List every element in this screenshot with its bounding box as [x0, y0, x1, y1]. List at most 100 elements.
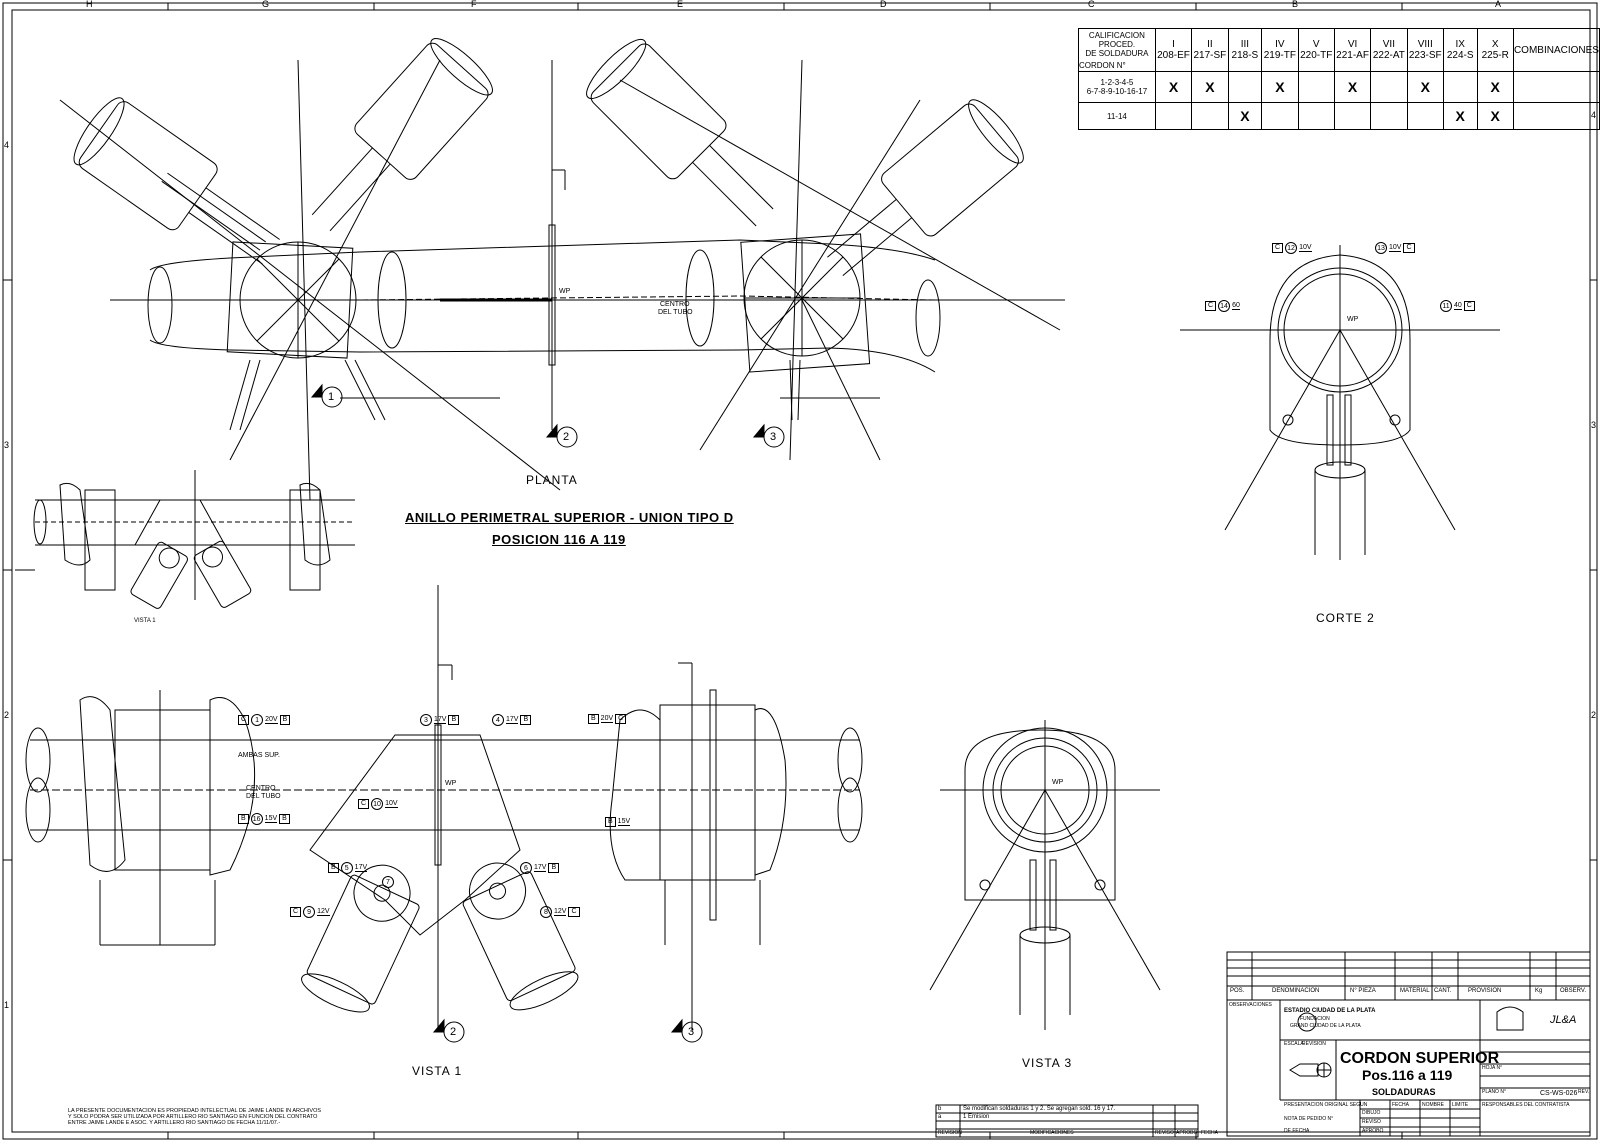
escala-label: ESCALA	[1284, 1041, 1304, 1047]
view-label-vista1: VISTA 1	[412, 1064, 463, 1078]
weld-callout-size: 20V	[600, 715, 614, 723]
sheet-subtitle-2: SOLDADURAS	[1372, 1087, 1436, 1097]
table-mark-cell: X	[1227, 102, 1263, 130]
procedure-code: 222-AT	[1372, 50, 1405, 61]
plano-label: PLANO N°	[1482, 1089, 1506, 1095]
weld-callout: 7	[382, 876, 394, 888]
weld-callout-ref: B	[279, 814, 290, 824]
de-fecha-label: DE FECHA	[1284, 1128, 1310, 1134]
table-mark-cell	[1297, 102, 1335, 130]
rev-label: REV.	[1578, 1089, 1590, 1095]
table-mark-cell: X	[1442, 102, 1478, 130]
wp-label-vista1: WP	[445, 780, 457, 787]
grid-row-left: 2	[4, 710, 10, 720]
title-block-frame	[1226, 951, 1591, 1137]
hoja-label: HOJA N°	[1482, 1065, 1503, 1071]
weld-callout-ref: C	[358, 799, 370, 809]
weld-callout-number: 8	[540, 906, 552, 918]
view-label-vista3: VISTA 3	[1022, 1056, 1073, 1070]
reviso-label: REVISO	[1362, 1119, 1381, 1125]
table-mark-cell: X	[1333, 71, 1372, 103]
section-markers	[310, 383, 785, 1043]
weld-callout-size: 20V	[265, 716, 278, 724]
weld-callout-ref: B	[588, 714, 599, 724]
weld-callout-size: 12V	[554, 908, 567, 916]
weld-callout-ref: C	[568, 907, 580, 917]
fecha-label: FECHA	[1392, 1102, 1409, 1108]
procedure-roman: VII	[1382, 39, 1395, 50]
weld-callout-size: 60	[1232, 302, 1240, 310]
weld-callout-size: 10V	[1299, 244, 1312, 252]
weld-callout-number: 14	[1218, 300, 1231, 312]
procedure-code: 220-TF	[1300, 50, 1333, 61]
vista1-view	[25, 585, 863, 1030]
procedure-roman: V	[1312, 39, 1320, 50]
revision-header: FECHA	[1201, 1130, 1218, 1136]
procedure-code: 217-SF	[1193, 50, 1227, 61]
weld-callout-size: 17V	[354, 864, 368, 872]
wp-label-vista3: WP	[1052, 779, 1064, 786]
small-vista1	[15, 470, 355, 609]
grid-col-top: A	[1495, 0, 1502, 9]
procedure-code: 218-S	[1231, 50, 1259, 61]
table-mark-cell: X	[1154, 71, 1193, 103]
section-marker-2: 2	[563, 431, 570, 443]
section-marker-1: 1	[328, 391, 335, 403]
grid-row-left: 3	[4, 440, 10, 450]
parts-header-label: CANT.	[1434, 988, 1452, 994]
procedure-roman: VI	[1347, 39, 1358, 50]
weld-callout-size: 17V	[434, 716, 447, 724]
grid-col-top: C	[1088, 0, 1095, 9]
weld-callout-size: 17V	[534, 864, 547, 872]
grid-col-top: G	[262, 0, 270, 9]
weld-callout-ref: B	[520, 715, 532, 725]
weld-callout-ref: C	[238, 715, 250, 725]
weld-callout-ref: C	[1463, 301, 1475, 311]
weld-callout-size: 10V	[385, 800, 398, 808]
parts-header-label: N° PIEZA	[1350, 988, 1376, 994]
view-label-corte2: CORTE 2	[1316, 611, 1375, 625]
table-mark-cell	[1370, 71, 1408, 103]
procedure-code: 219-TF	[1263, 50, 1296, 61]
weld-callout-ref: B	[548, 863, 560, 873]
project-name: ESTADIO CIUDAD DE LA PLATA	[1284, 1008, 1376, 1014]
drawing-subtitle: POSICION 116 A 119	[492, 532, 626, 547]
section-marker-3: 3	[770, 431, 777, 443]
table-mark-cell	[1261, 102, 1299, 130]
responsables-label: RESPONSABLES DEL CONTRATISTA	[1482, 1102, 1570, 1108]
procedure-roman: II	[1207, 39, 1213, 50]
firm-logo: JL&A	[1550, 1014, 1577, 1026]
view-label-vista1-small: VISTA 1	[134, 618, 156, 624]
weld-callout-ref: C	[290, 907, 302, 917]
procedure-code: 208-EF	[1157, 50, 1190, 61]
revision-header: REVISION	[938, 1130, 962, 1136]
revision-letter: a	[938, 1114, 942, 1120]
table-mark-cell	[1406, 102, 1444, 130]
section-marker-2b: 2	[450, 1026, 457, 1038]
table-mark-cell	[1333, 102, 1372, 130]
table-mark-cell	[1442, 71, 1478, 103]
weld-callout-ref: B	[328, 863, 339, 873]
table-mark-cell: X	[1476, 102, 1514, 130]
centro-v1-label: CENTRO	[246, 785, 276, 792]
table-mark-cell	[1370, 102, 1408, 130]
weld-callout-ref: C	[1403, 243, 1415, 253]
project-line-2: FUNDACION	[1300, 1016, 1330, 1022]
wp-label-planta: WP	[559, 288, 571, 295]
weld-callout-number: 11	[1440, 300, 1452, 312]
view-label-planta: PLANTA	[526, 473, 578, 487]
aprobo-label: APROBO	[1362, 1128, 1384, 1134]
procedure-roman: X	[1491, 39, 1499, 50]
